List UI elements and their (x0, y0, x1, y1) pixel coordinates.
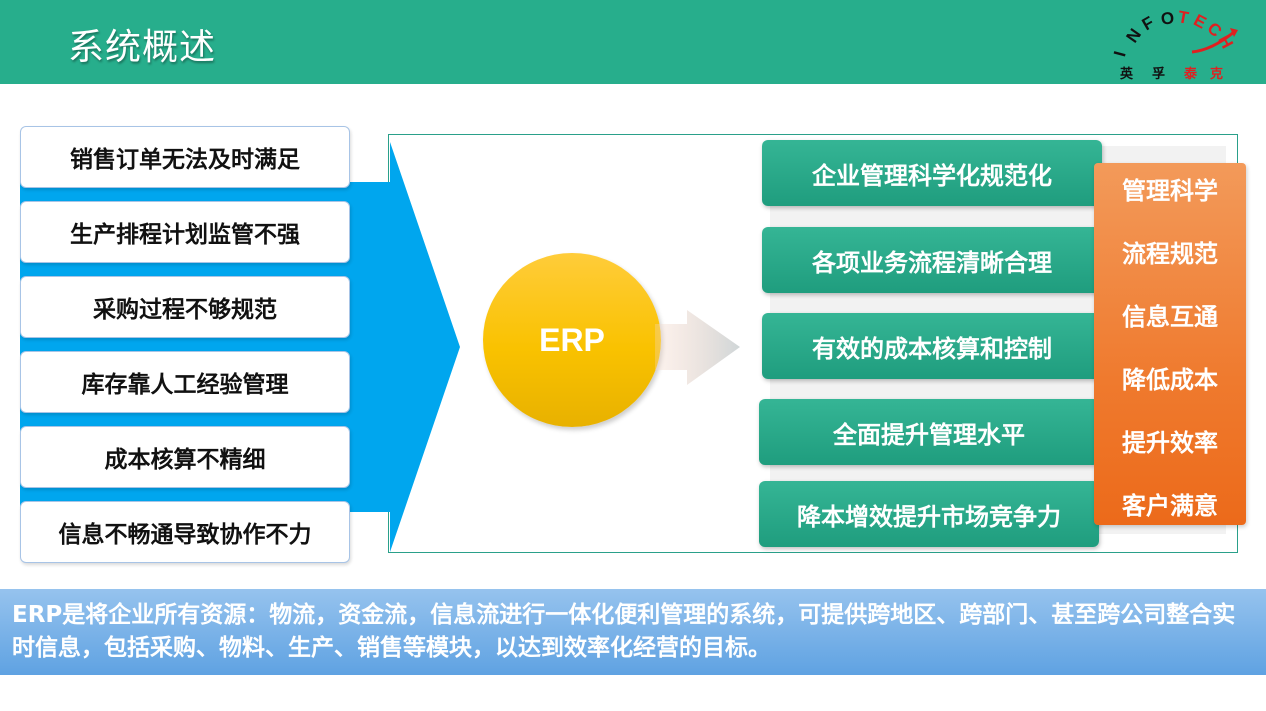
benefits-panel: 管理科学 流程规范 信息互通 降低成本 提升效率 客户满意 (1094, 163, 1246, 525)
benefit-item-6: 客户满意 (1122, 492, 1218, 520)
benefit-item-2: 流程规范 (1122, 240, 1218, 268)
small-arrow-icon (655, 310, 740, 385)
logo-letter-o: O (1159, 8, 1176, 29)
logo-swoosh-icon (1191, 28, 1238, 54)
benefit-item-3: 信息互通 (1122, 303, 1218, 331)
logo-cn-1: 英 (1120, 67, 1134, 82)
logo-letter-n: N (1122, 25, 1146, 47)
header-bar: 系统概述 I N F O T E C H 英 孚 泰 克 (0, 0, 1266, 84)
problem-item-3: 采购过程不够规范 (20, 276, 350, 338)
page-title: 系统概述 (68, 27, 217, 68)
benefit-item-1: 管理科学 (1122, 177, 1218, 205)
logo-letter-i: I (1110, 49, 1130, 59)
result-item-5: 降本增效提升市场竞争力 (759, 481, 1099, 547)
problem-item-2: 生产排程计划监管不强 (20, 201, 350, 263)
result-item-4: 全面提升管理水平 (759, 399, 1099, 465)
problem-item-5: 成本核算不精细 (20, 426, 350, 488)
benefit-item-5: 提升效率 (1122, 429, 1218, 457)
logo-letter-t: T (1176, 7, 1191, 28)
problem-item-4: 库存靠人工经验管理 (20, 351, 350, 413)
logo-cn-4: 克 (1210, 67, 1224, 82)
logo-cn-2: 孚 (1152, 67, 1166, 82)
result-item-2: 各项业务流程清晰合理 (762, 227, 1102, 293)
summary-text: ERP是将企业所有资源：物流，资金流，信息流进行一体化便利管理的系统，可提供跨地… (0, 589, 1266, 675)
problem-item-1: 销售订单无法及时满足 (20, 126, 350, 188)
company-logo: I N F O T E C H 英 孚 泰 克 (1110, 4, 1242, 82)
problem-item-6: 信息不畅通导致协作不力 (20, 501, 350, 563)
result-item-3: 有效的成本核算和控制 (762, 313, 1102, 379)
erp-circle: ERP (483, 253, 661, 427)
benefit-item-4: 降低成本 (1122, 366, 1218, 394)
result-item-1: 企业管理科学化规范化 (762, 140, 1102, 206)
logo-cn-3: 泰 (1184, 67, 1198, 82)
logo-letter-f: F (1138, 12, 1158, 35)
